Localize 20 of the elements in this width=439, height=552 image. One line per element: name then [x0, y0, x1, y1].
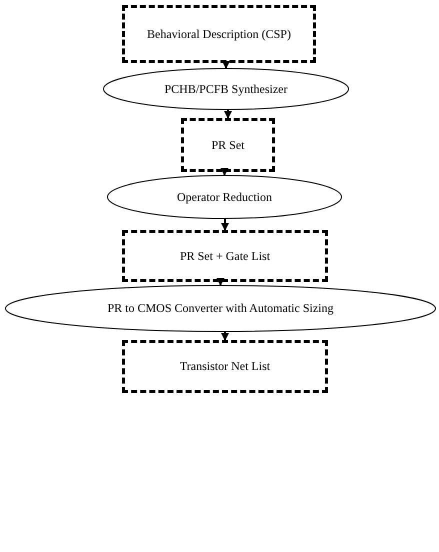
node-label: Behavioral Description (CSP) — [147, 26, 291, 42]
arrow — [216, 278, 224, 286]
data-box — [122, 5, 316, 63]
node-label: Transistor Net List — [180, 359, 270, 374]
data-box — [122, 230, 328, 282]
process-ellipse — [5, 285, 436, 332]
process-ellipse — [103, 68, 349, 110]
arrow — [221, 332, 229, 341]
arrow — [220, 168, 228, 176]
arrow — [222, 61, 230, 69]
data-box — [181, 118, 275, 172]
node-label: Operator Reduction — [177, 190, 272, 204]
node-label: PR Set + Gate List — [180, 248, 270, 264]
node-label: PR Set — [211, 138, 244, 152]
data-box — [122, 340, 328, 393]
arrow — [224, 110, 232, 119]
node-label: PR to CMOS Converter with Automatic Sizing — [107, 301, 334, 316]
process-ellipse — [107, 175, 342, 219]
node-label: PCHB/PCFB Synthesizer — [164, 82, 288, 96]
arrow — [221, 219, 229, 231]
